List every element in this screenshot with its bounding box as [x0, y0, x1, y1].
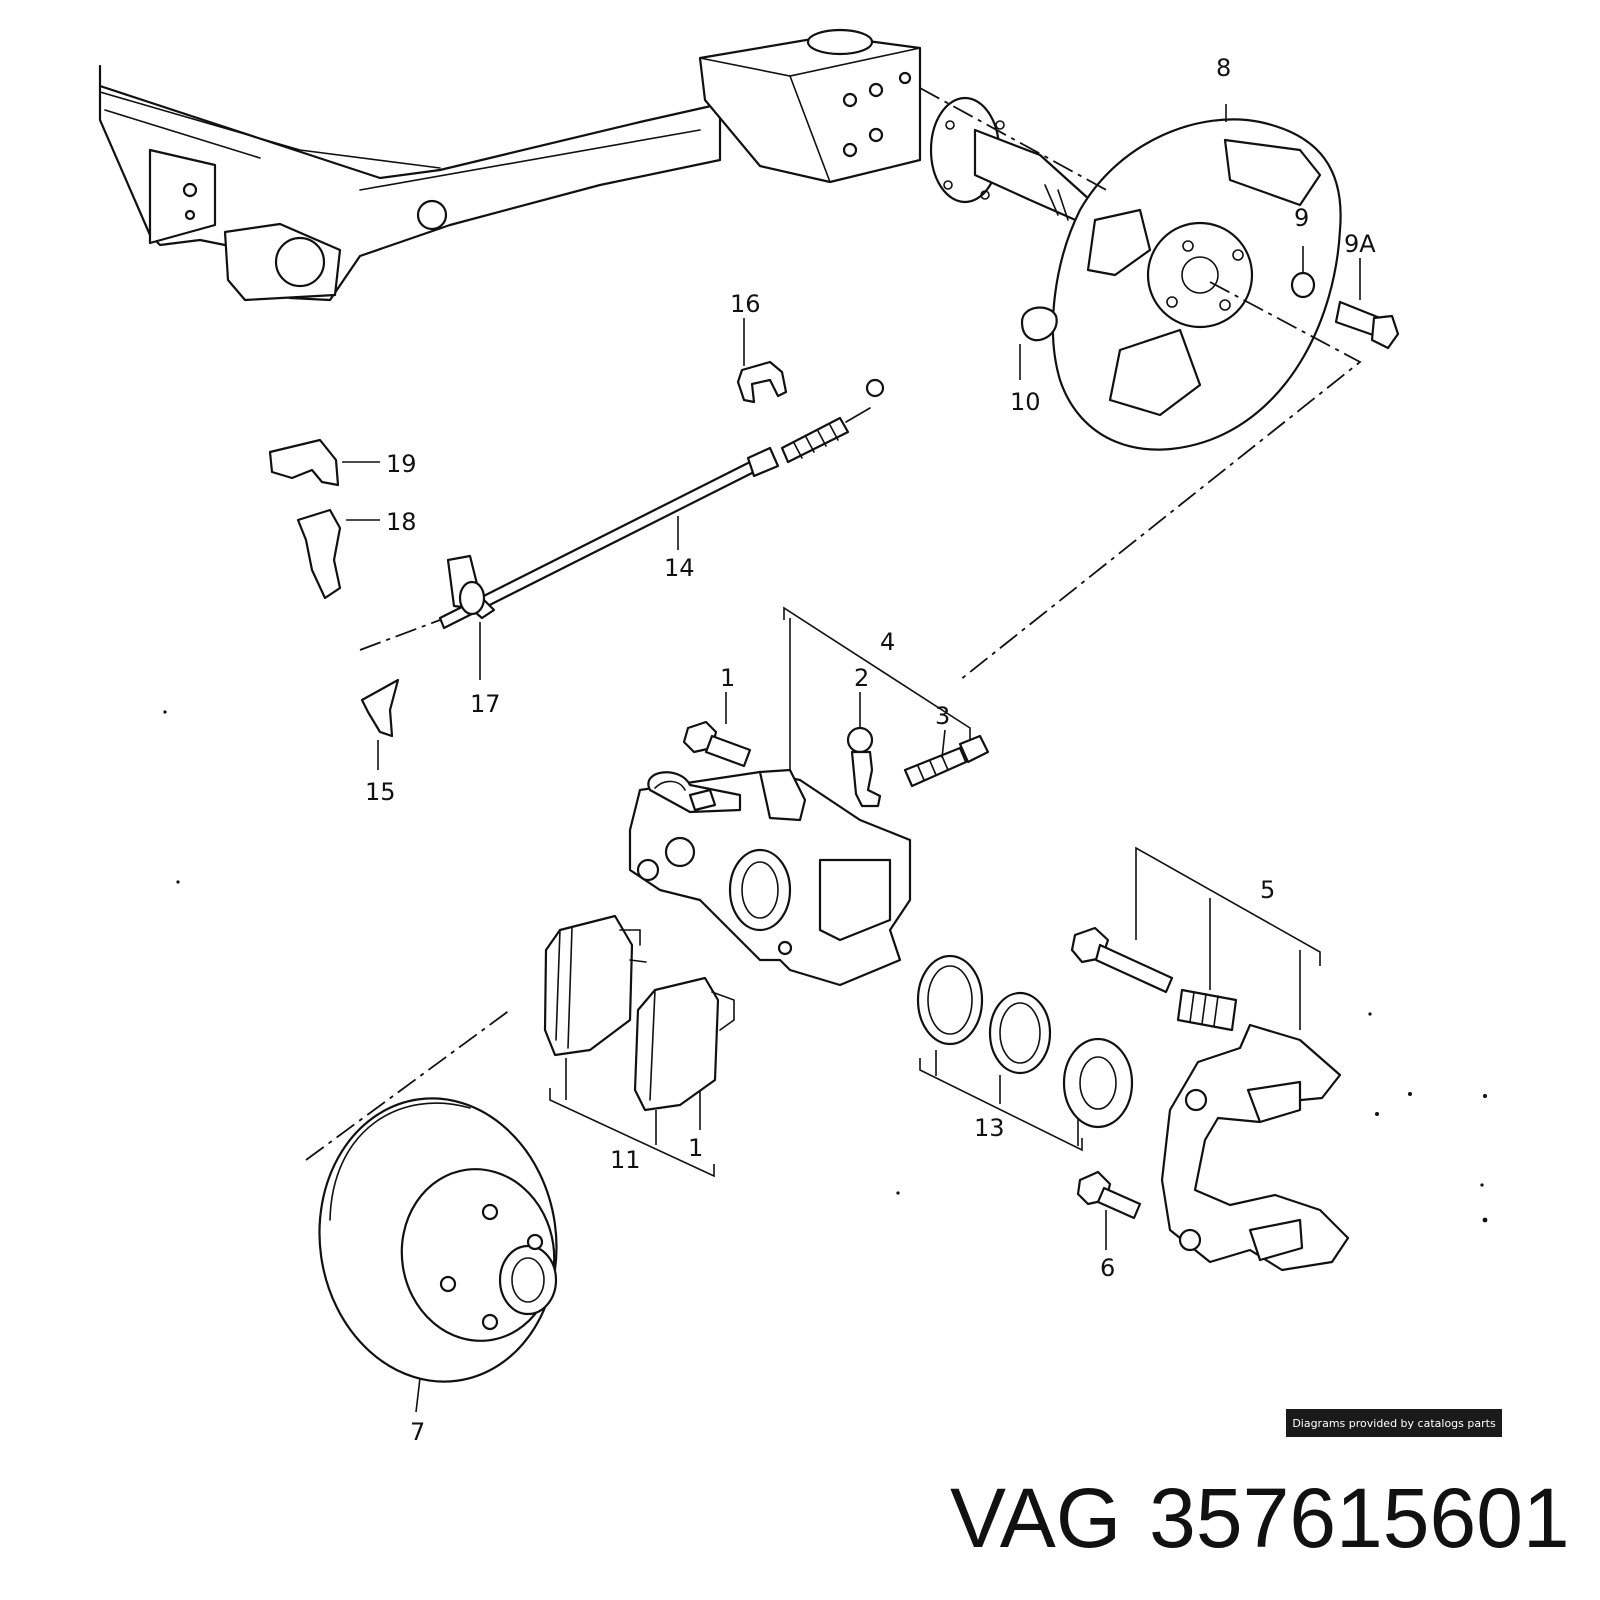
dust-boot-ring	[988, 991, 1052, 1075]
rear-axle-beam	[98, 28, 922, 302]
callout-6: 6	[1100, 1254, 1115, 1282]
bleed-cap	[846, 726, 882, 808]
guide-bolt	[1070, 926, 1174, 994]
callout-17: 17	[470, 690, 501, 718]
brake-pad-outer	[633, 976, 735, 1112]
callout-11: 11	[610, 1146, 641, 1174]
guide-boot	[1176, 988, 1238, 1032]
callout-9: 9	[1294, 204, 1309, 232]
piston-seal-ring	[916, 954, 984, 1046]
callout-1-top: 1	[720, 664, 735, 692]
callout-7: 7	[410, 1418, 425, 1446]
brand-name: VAG	[950, 1470, 1122, 1565]
callout-4: 4	[880, 628, 895, 656]
callout-13: 13	[974, 1114, 1005, 1142]
cable-guide-15	[360, 678, 400, 738]
callout-9a: 9A	[1344, 230, 1376, 258]
backing-plate	[1051, 118, 1342, 451]
caliper-carrier	[1160, 1023, 1350, 1272]
hex-bolt	[1334, 300, 1400, 350]
diagram-credit-label: Diagrams provided by catalogs parts	[1286, 1409, 1502, 1437]
bleed-screw	[903, 734, 990, 788]
part-number: 357615601	[1149, 1470, 1570, 1565]
callout-1-bottom: 1	[688, 1134, 703, 1162]
spring-clip-top	[736, 360, 788, 404]
caliper-bolt	[682, 720, 752, 768]
callout-2: 2	[854, 664, 869, 692]
carrier-bolt	[1076, 1170, 1142, 1220]
callout-16: 16	[730, 290, 761, 318]
cable-sleeve	[458, 580, 486, 616]
callout-19: 19	[386, 450, 417, 478]
rubber-plug	[1020, 306, 1058, 342]
callout-8: 8	[1216, 54, 1231, 82]
piston-boot	[1062, 1037, 1134, 1129]
cable-clip-18	[296, 508, 342, 600]
callout-18: 18	[386, 508, 417, 536]
callout-5: 5	[1260, 876, 1275, 904]
callout-10: 10	[1010, 388, 1041, 416]
handbrake-cable	[438, 378, 885, 630]
cable-clip-19	[268, 438, 340, 487]
brake-disc	[318, 1097, 558, 1383]
callout-3: 3	[935, 702, 950, 730]
brake-pad-inner	[543, 914, 647, 1057]
part-title: VAG 357615601	[950, 1458, 1590, 1578]
callout-15: 15	[365, 778, 396, 806]
stub-axle	[929, 96, 1092, 224]
callout-14: 14	[664, 554, 695, 582]
brake-caliper	[628, 768, 912, 987]
washer	[1290, 271, 1316, 299]
